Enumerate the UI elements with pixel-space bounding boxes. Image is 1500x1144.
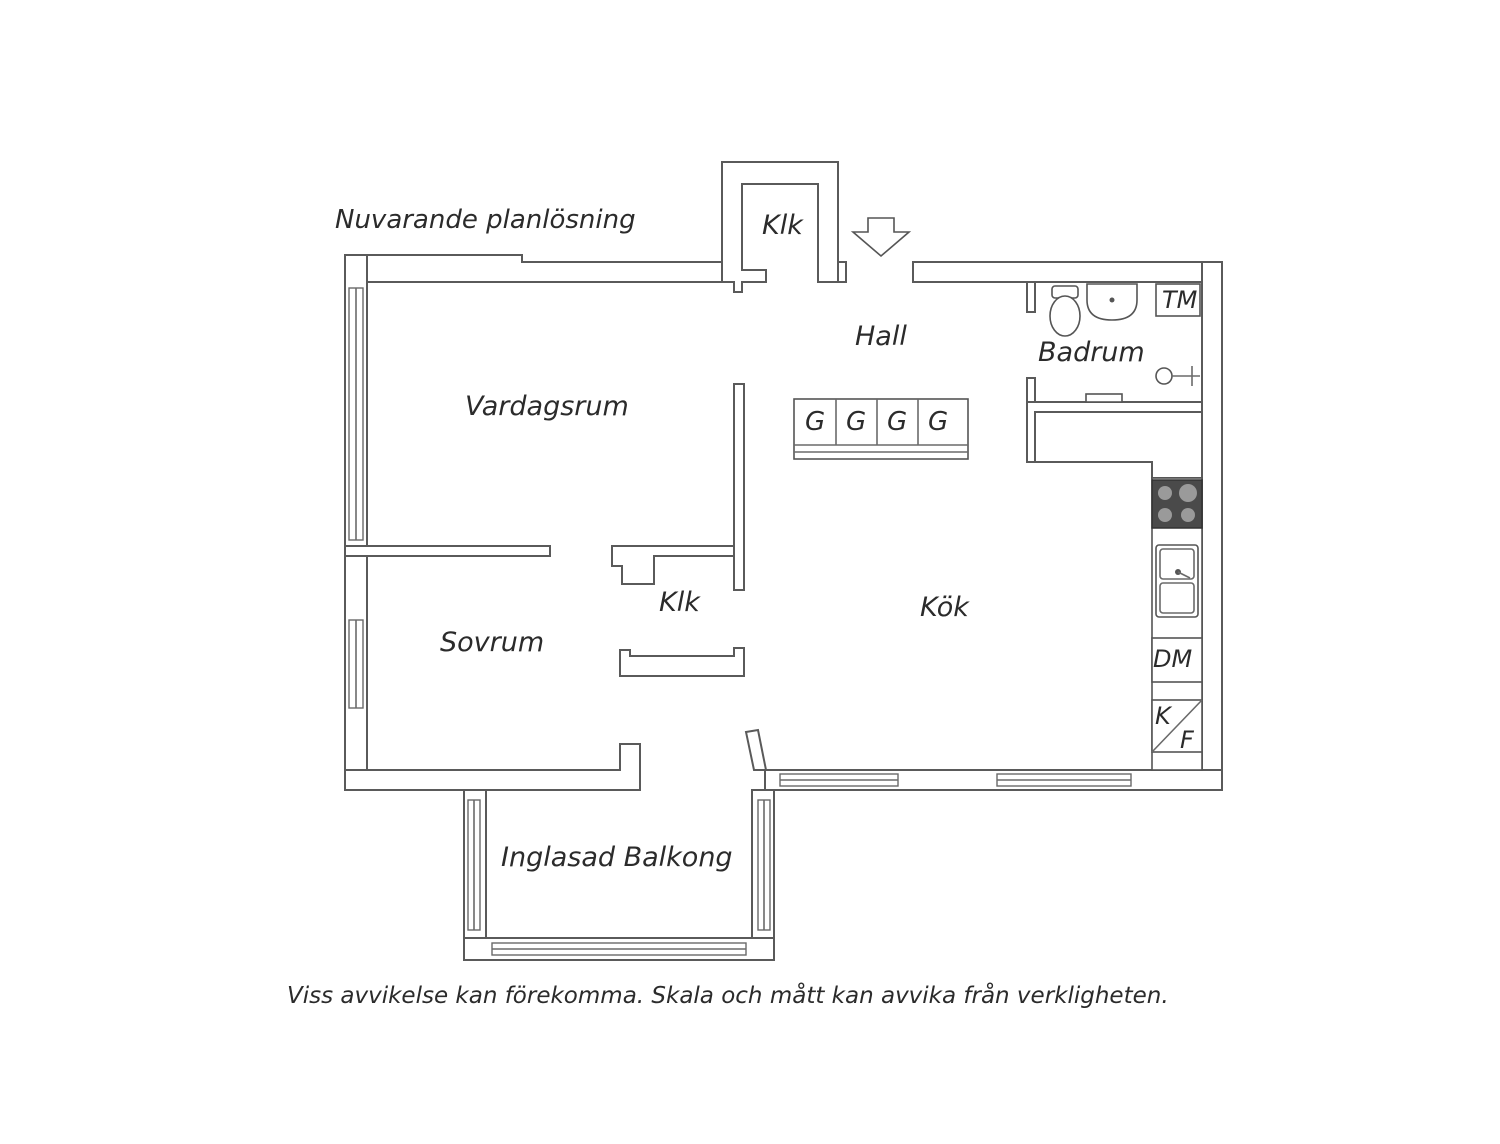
interior-walls: [344, 281, 1203, 771]
balcony: [463, 789, 775, 961]
laundry-label: TM: [1162, 286, 1198, 314]
room-label-hall: Hall: [855, 321, 907, 352]
room-label-kitchen: Kök: [920, 592, 970, 623]
bathroom-fixtures: TM: [1049, 283, 1201, 403]
entrance-arrow-icon: [850, 217, 912, 258]
fridge-k-label: K: [1155, 702, 1173, 730]
wardrobe-label: G: [928, 407, 948, 437]
kitchen-counter: DM K F: [1151, 477, 1203, 771]
room-label-bedroom: Sovrum: [440, 627, 544, 658]
bottom-windows: [779, 773, 1132, 787]
kitchen-sink-icon: [1155, 544, 1199, 618]
outer-walls: [344, 161, 1223, 791]
wardrobe-label: G: [805, 407, 825, 437]
left-windows: [348, 287, 364, 709]
room-label-balcony: Inglasad Balkong: [501, 842, 733, 873]
room-label-closet-top: Klk: [762, 210, 804, 241]
wardrobe-unit: G G G G: [793, 398, 969, 460]
dishwasher-label: DM: [1153, 645, 1192, 673]
fridge-f-label: F: [1180, 726, 1195, 754]
wardrobe-label: G: [887, 407, 907, 437]
shower-icon: [1085, 366, 1200, 403]
toilet-icon: [1049, 285, 1081, 337]
room-label-living-room: Vardagsrum: [465, 391, 629, 422]
wardrobe-label: G: [846, 407, 866, 437]
room-label-bathroom: Badrum: [1038, 337, 1145, 368]
washbasin-icon: [1086, 283, 1138, 321]
plan-title: Nuvarande planlösning: [335, 205, 636, 235]
room-label-closet-mid: Klk: [659, 587, 701, 618]
disclaimer-text: Viss avvikelse kan förekomma. Skala och …: [287, 981, 1169, 1009]
